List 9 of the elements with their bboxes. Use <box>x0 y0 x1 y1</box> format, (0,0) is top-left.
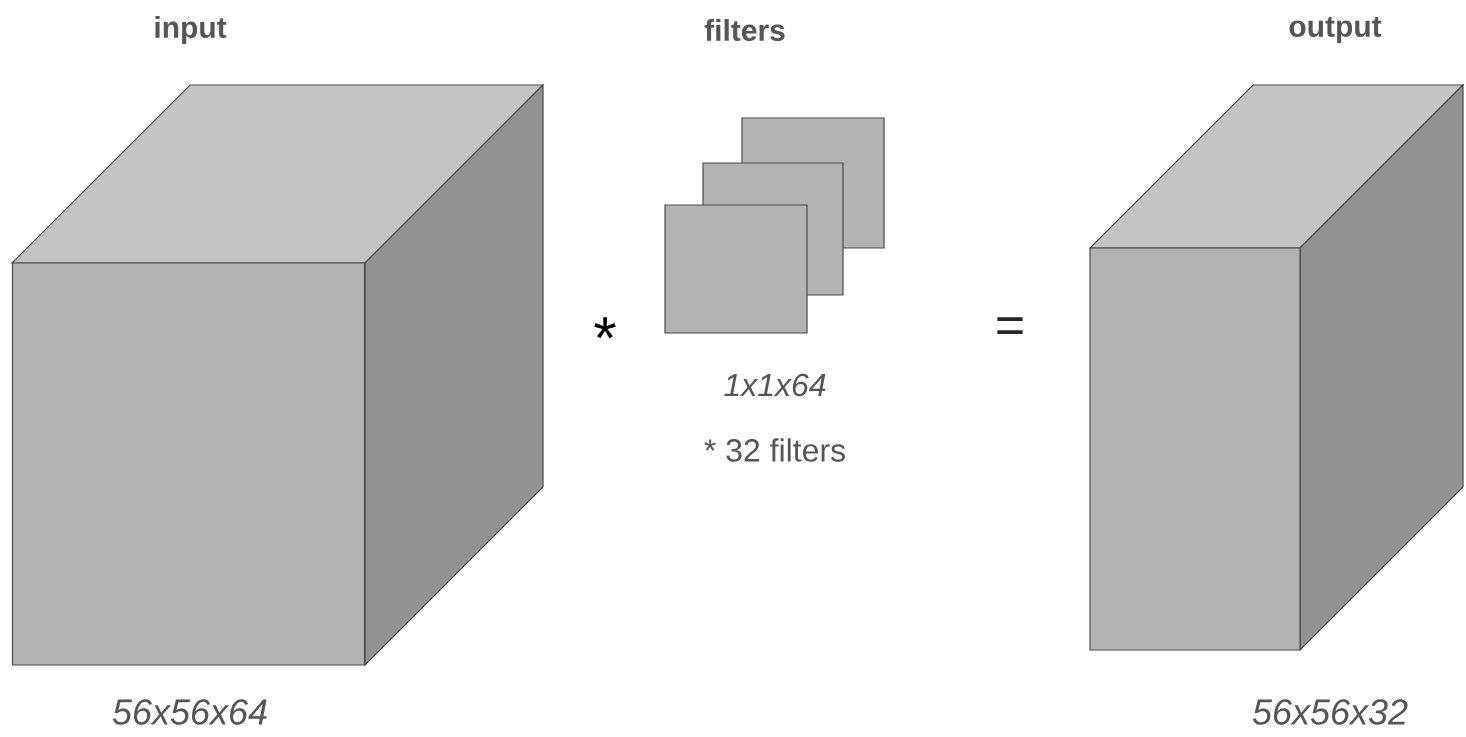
dimension-label: 56x56x32 <box>1252 699 1408 725</box>
heading: filters <box>704 19 785 41</box>
note: * 32 filters <box>704 438 845 462</box>
dimension-label: 56x56x64 <box>112 699 267 725</box>
operator-symbol: * <box>594 317 616 339</box>
operator-symbol: = <box>997 317 1023 334</box>
dimension-label: 1x1x64 <box>724 373 826 397</box>
heading: input <box>155 16 227 44</box>
heading: output <box>1289 17 1382 43</box>
